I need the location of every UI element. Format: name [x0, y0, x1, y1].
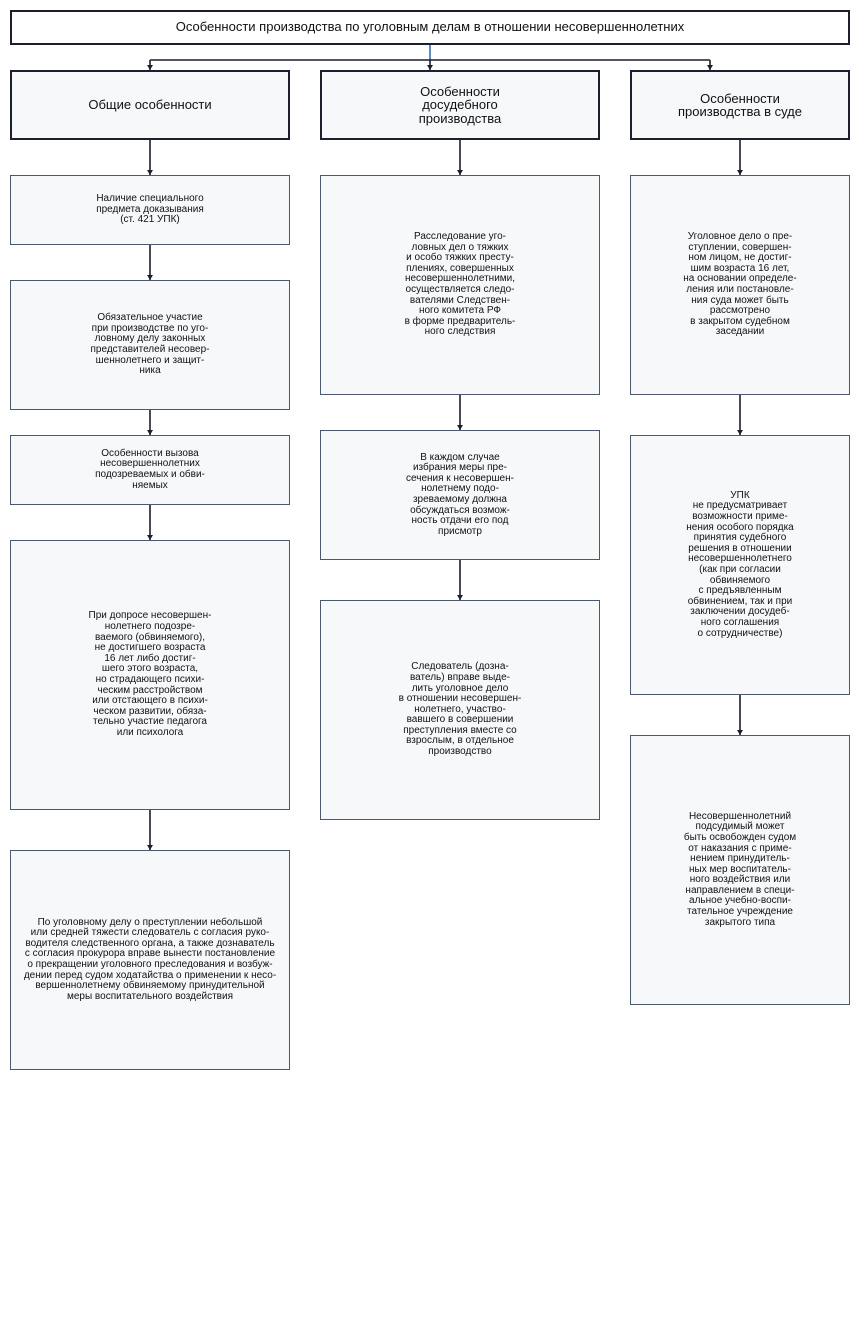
diagram-title: Особенности производства по уголовным де… — [10, 10, 850, 45]
court-item-3: Несовершеннолетний подсудимый может быть… — [630, 735, 850, 1005]
header-general: Общие особенности — [10, 70, 290, 140]
pretrial-item-2: В каждом случае избрания меры пре- сечен… — [320, 430, 600, 560]
connector-general-3-arrowhead — [147, 430, 153, 435]
connector-general-4-arrowhead — [147, 535, 153, 540]
connector-pretrial-3-arrowhead — [457, 595, 463, 600]
connector-pretrial-1-arrowhead — [457, 170, 463, 175]
connector-general-1-arrowhead — [147, 170, 153, 175]
general-item-4: При допросе несовершен- нолетнего подозр… — [10, 540, 290, 810]
pretrial-item-3: Следователь (дозна- ватель) вправе выде-… — [320, 600, 600, 820]
pretrial-item-1: Расследование уго- ловных дел о тяжких и… — [320, 175, 600, 395]
header-court: Особенности производства в суде — [630, 70, 850, 140]
connector-title-general-arrowhead — [147, 65, 153, 70]
court-item-2: УПК не предусматривает возможности приме… — [630, 435, 850, 695]
court-item-1: Уголовное дело о пре- ступлении, соверше… — [630, 175, 850, 395]
connector-general-5-arrowhead — [147, 845, 153, 850]
connector-pretrial-2-arrowhead — [457, 425, 463, 430]
connector-general-2-arrowhead — [147, 275, 153, 280]
connector-court-1-arrowhead — [737, 170, 743, 175]
header-pretrial: Особенности досудебного производства — [320, 70, 600, 140]
connector-court-2-arrowhead — [737, 430, 743, 435]
connector-court-3-arrowhead — [737, 730, 743, 735]
connector-title-pretrial-arrowhead — [427, 65, 433, 70]
general-item-5: По уголовному делу о преступлении неболь… — [10, 850, 290, 1070]
connector-title-court-arrowhead — [707, 65, 713, 70]
general-item-2: Обязательное участие при производстве по… — [10, 280, 290, 410]
general-item-1: Наличие специального предмета доказывани… — [10, 175, 290, 245]
general-item-3: Особенности вызова несовершеннолетних по… — [10, 435, 290, 505]
